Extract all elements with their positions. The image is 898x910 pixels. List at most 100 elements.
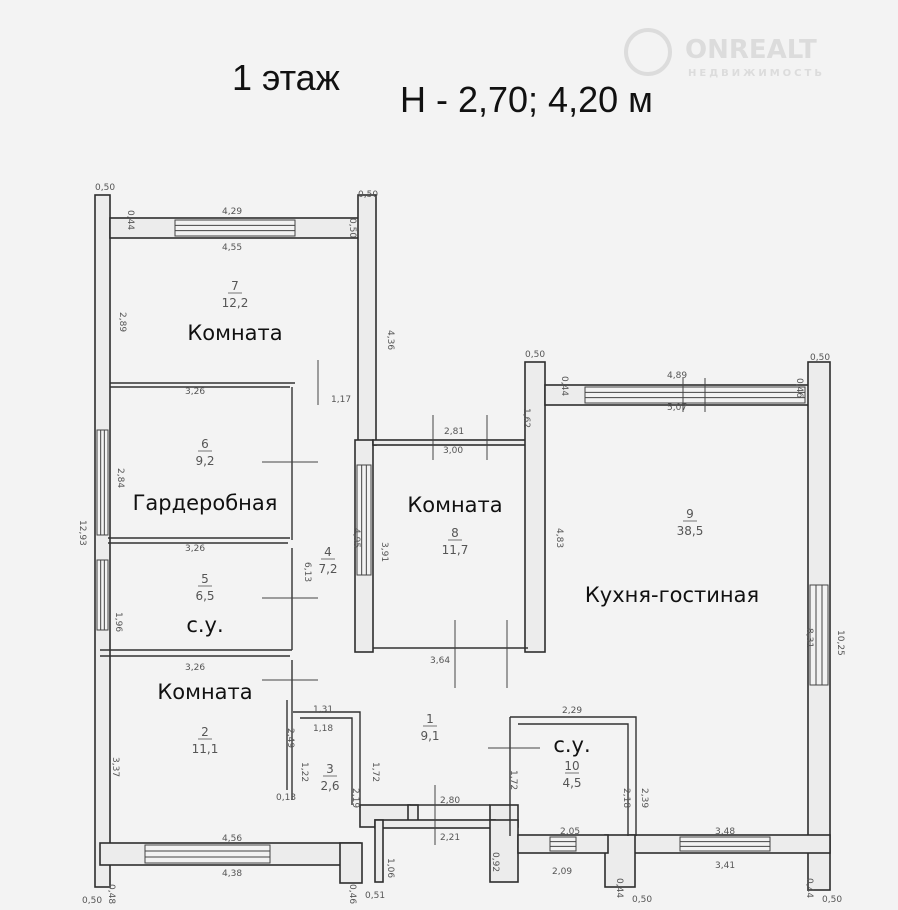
room-area: 9,2 <box>195 454 214 468</box>
dimension-label: 1,72 <box>508 770 518 790</box>
dimension-label: 6,13 <box>302 562 312 582</box>
dimension-label: 2,80 <box>440 796 460 806</box>
watermark: ONREALT НЕДВИЖИМОСТЬ <box>624 28 822 79</box>
room-4: 47,2 <box>318 545 337 576</box>
dimension-label: 0,44 <box>559 376 569 396</box>
room-1: 19,1 <box>420 712 439 743</box>
window <box>174 219 296 237</box>
partition-wall <box>300 717 353 805</box>
dimension-label: 2,81 <box>444 427 464 437</box>
partition-wall <box>510 716 637 836</box>
room-area: 12,2 <box>222 296 249 310</box>
room-5: 56,5с.у. <box>186 572 223 637</box>
dimension-label: 2,18 <box>621 788 631 808</box>
floor-title: 1 этаж <box>232 57 340 98</box>
room-number: 6 <box>201 437 209 451</box>
dimension-label: 2,09 <box>552 867 572 877</box>
dimension-label: 3,00 <box>443 446 463 456</box>
dimension-label: 4,36 <box>385 330 395 350</box>
room-2: 2 11,1 Комната <box>157 680 252 756</box>
room-number: 3 <box>326 762 334 776</box>
window <box>96 429 109 536</box>
dimension-label: 1,06 <box>385 858 395 878</box>
partition-wall <box>518 723 629 836</box>
wall <box>372 439 529 446</box>
room-label: с.у. <box>186 613 223 637</box>
room-area: 4,5 <box>562 776 581 790</box>
dimension-label: 0,50 <box>95 183 115 193</box>
dimension-label: 4,95 <box>351 528 361 548</box>
room-label: Кухня-гостиная <box>585 583 759 607</box>
room-label: Комната <box>157 680 252 704</box>
dimension-label: 2,49 <box>285 728 295 748</box>
dimension-label: 2,05 <box>560 827 580 837</box>
room-number: 10 <box>564 759 579 773</box>
dimension-label: 0,44 <box>614 878 624 898</box>
dimension-label: 2,39 <box>639 788 649 808</box>
dimension-label: 10,25 <box>835 630 845 656</box>
room-number: 7 <box>231 279 239 293</box>
walls <box>94 194 831 891</box>
room-area: 7,2 <box>318 562 337 576</box>
wall <box>374 819 384 883</box>
window <box>679 836 771 852</box>
room-area: 38,5 <box>677 524 704 538</box>
partition-wall <box>293 711 361 808</box>
room-label: Комната <box>187 321 282 345</box>
dimension-label: 0,48 <box>106 884 116 904</box>
window <box>549 836 577 852</box>
dimension-label: 0,50 <box>525 350 545 360</box>
dimension-label: 2,29 <box>562 706 582 716</box>
wall <box>604 834 636 888</box>
room-3: 32,6 <box>320 762 339 793</box>
dimension-label: 0,50 <box>82 896 102 906</box>
dimension-label: 4,55 <box>222 243 242 253</box>
dimension-label: 1,72 <box>370 762 380 782</box>
dimension-label: 8,31 <box>804 628 814 648</box>
dimension-label: 3,41 <box>715 861 735 871</box>
room-number: 9 <box>686 507 694 521</box>
room-10: 104,5с.у. <box>553 733 590 790</box>
ceiling-heights: H - 2,70; 4,20 м <box>400 79 653 120</box>
dimension-label: 0,92 <box>490 852 500 872</box>
dimension-label: 4,29 <box>222 207 242 217</box>
rooms: 712,2Комната69,2Гардеробная56,5с.у.47,28… <box>133 279 760 793</box>
dimension-label: 0,13 <box>276 793 296 803</box>
dimension-label: 1,96 <box>113 612 123 632</box>
dimension-label: 3,48 <box>715 827 735 837</box>
window <box>96 559 109 631</box>
dimension-label: 4,89 <box>667 371 687 381</box>
dimension-label: 0,46 <box>347 884 357 904</box>
room-number: 4 <box>324 545 332 559</box>
wall <box>94 194 111 888</box>
room-label: Комната <box>407 493 502 517</box>
wall <box>339 842 363 884</box>
wall <box>489 819 519 883</box>
dimension-label: 1,62 <box>521 408 531 428</box>
room-area: 11,1 <box>192 742 219 756</box>
window <box>356 464 372 576</box>
dimension-label: 1,17 <box>331 395 351 405</box>
dimension-label: 0,50 <box>822 895 842 905</box>
dimension-label: 0,44 <box>125 210 135 230</box>
dimension-label: 4,56 <box>222 834 242 844</box>
dimension-label: 3,26 <box>185 544 205 554</box>
dimension-label: 0,51 <box>365 891 385 901</box>
window <box>809 584 829 686</box>
dimension-label: 3,64 <box>430 656 450 666</box>
watermark-brand: ONREALT <box>685 35 817 65</box>
wall <box>524 361 546 653</box>
room-number: 1 <box>426 712 434 726</box>
dimension-label: 2,19 <box>350 788 360 808</box>
dimension-label: 0,46 <box>794 378 804 398</box>
dimension-label: 0,50 <box>810 353 830 363</box>
room-number: 8 <box>451 526 459 540</box>
dimension-label: 3,91 <box>379 542 389 562</box>
room-number: 2 <box>201 725 209 739</box>
dimension-label: 4,38 <box>222 869 242 879</box>
dimension-label: 3,37 <box>110 757 120 777</box>
dimension-label: 0,44 <box>804 878 814 898</box>
